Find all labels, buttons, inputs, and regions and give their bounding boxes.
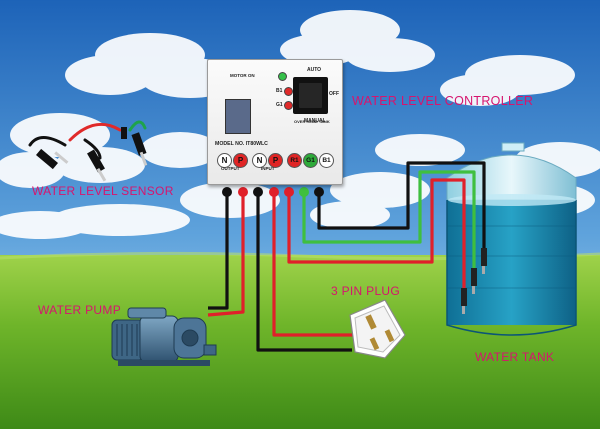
wires [207,161,486,352]
terminal-input-n: N [252,153,267,168]
label-water-level-controller: WATER LEVEL CONTROLLER [352,94,534,108]
off-label: OFF [329,91,339,97]
label-water-level-sensor: WATER LEVEL SENSOR [32,184,174,198]
water-tank-icon [446,142,577,336]
input-label: INPUT [261,166,275,171]
water-pump-icon [111,307,217,366]
terminal-output-n: N [217,153,232,168]
over-head-tank-label: OVER HEAD TANK [294,119,330,124]
water-level-controller: AUTO OFF MANUAL MOTOR ON B1 G1 MODEL NO.… [207,59,343,185]
label-water-pump: WATER PUMP [38,303,121,317]
g1-led-label: G1 [276,102,283,108]
motor-on-led [278,72,287,81]
terminal-output-p: P [233,153,248,168]
manual-label: MANUAL [304,118,326,124]
terminal-input-p: P [268,153,283,168]
sensor-probes-icon [28,120,148,182]
model-number: MODEL NO. IT80WLC [215,141,268,147]
label-3-pin-plug: 3 PIN PLUG [331,284,401,298]
auto-label: AUTO [307,67,322,73]
tank-probes [461,248,487,314]
b1-led-label: B1 [276,88,283,94]
b1-led [284,87,293,96]
motor-on-label: MOTOR ON [230,73,255,78]
terminal-b1: B1 [319,153,334,168]
clouds [0,10,600,239]
mode-switch[interactable] [293,77,328,114]
terminal-g1: G1 [303,153,318,168]
label-water-tank: WATER TANK [475,350,555,364]
connector-pins [222,187,324,197]
three-pin-plug-icon [349,299,406,359]
g1-led [284,101,293,110]
output-label: OUTPUT [221,166,240,171]
terminal-r1: R1 [287,153,302,168]
circuit-board-icon [225,99,251,134]
